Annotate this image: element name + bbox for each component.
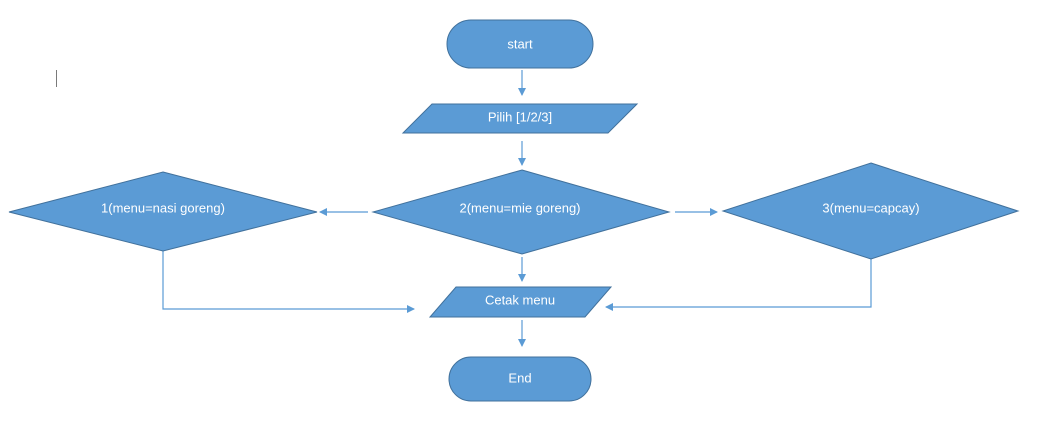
node-output: Cetak menu [428,286,613,318]
start-label: start [507,36,533,51]
node-decision-3: 3(menu=capcay) [721,162,1020,260]
node-input: Pilih [1/2/3] [401,103,639,134]
node-end: End [448,356,592,402]
decision-1-diamond-shape [8,171,318,252]
node-decision-1: 1(menu=nasi goreng) [8,171,318,252]
start-terminator-shape [446,19,594,69]
end-label: End [508,370,531,385]
decision-2-label: 2(menu=mie goreng) [459,200,580,215]
text-cursor-mark [56,70,57,87]
output-parallelogram-shape [428,286,613,318]
decision-2-diamond-shape [371,169,671,255]
node-decision-2: 2(menu=mie goreng) [371,169,671,255]
input-label: Pilih [1/2/3] [488,109,552,124]
edge-decision-3-to-output [605,259,872,311]
edge-decision-1-to-output [162,250,415,313]
decision-3-diamond-shape [721,162,1020,260]
output-label: Cetak menu [485,292,555,307]
node-start: start [446,19,594,69]
decision-1-label: 1(menu=nasi goreng) [101,200,225,215]
input-parallelogram-shape [401,103,639,134]
end-terminator-shape [448,356,592,402]
connectors [162,70,872,347]
decision-3-label: 3(menu=capcay) [822,200,919,215]
